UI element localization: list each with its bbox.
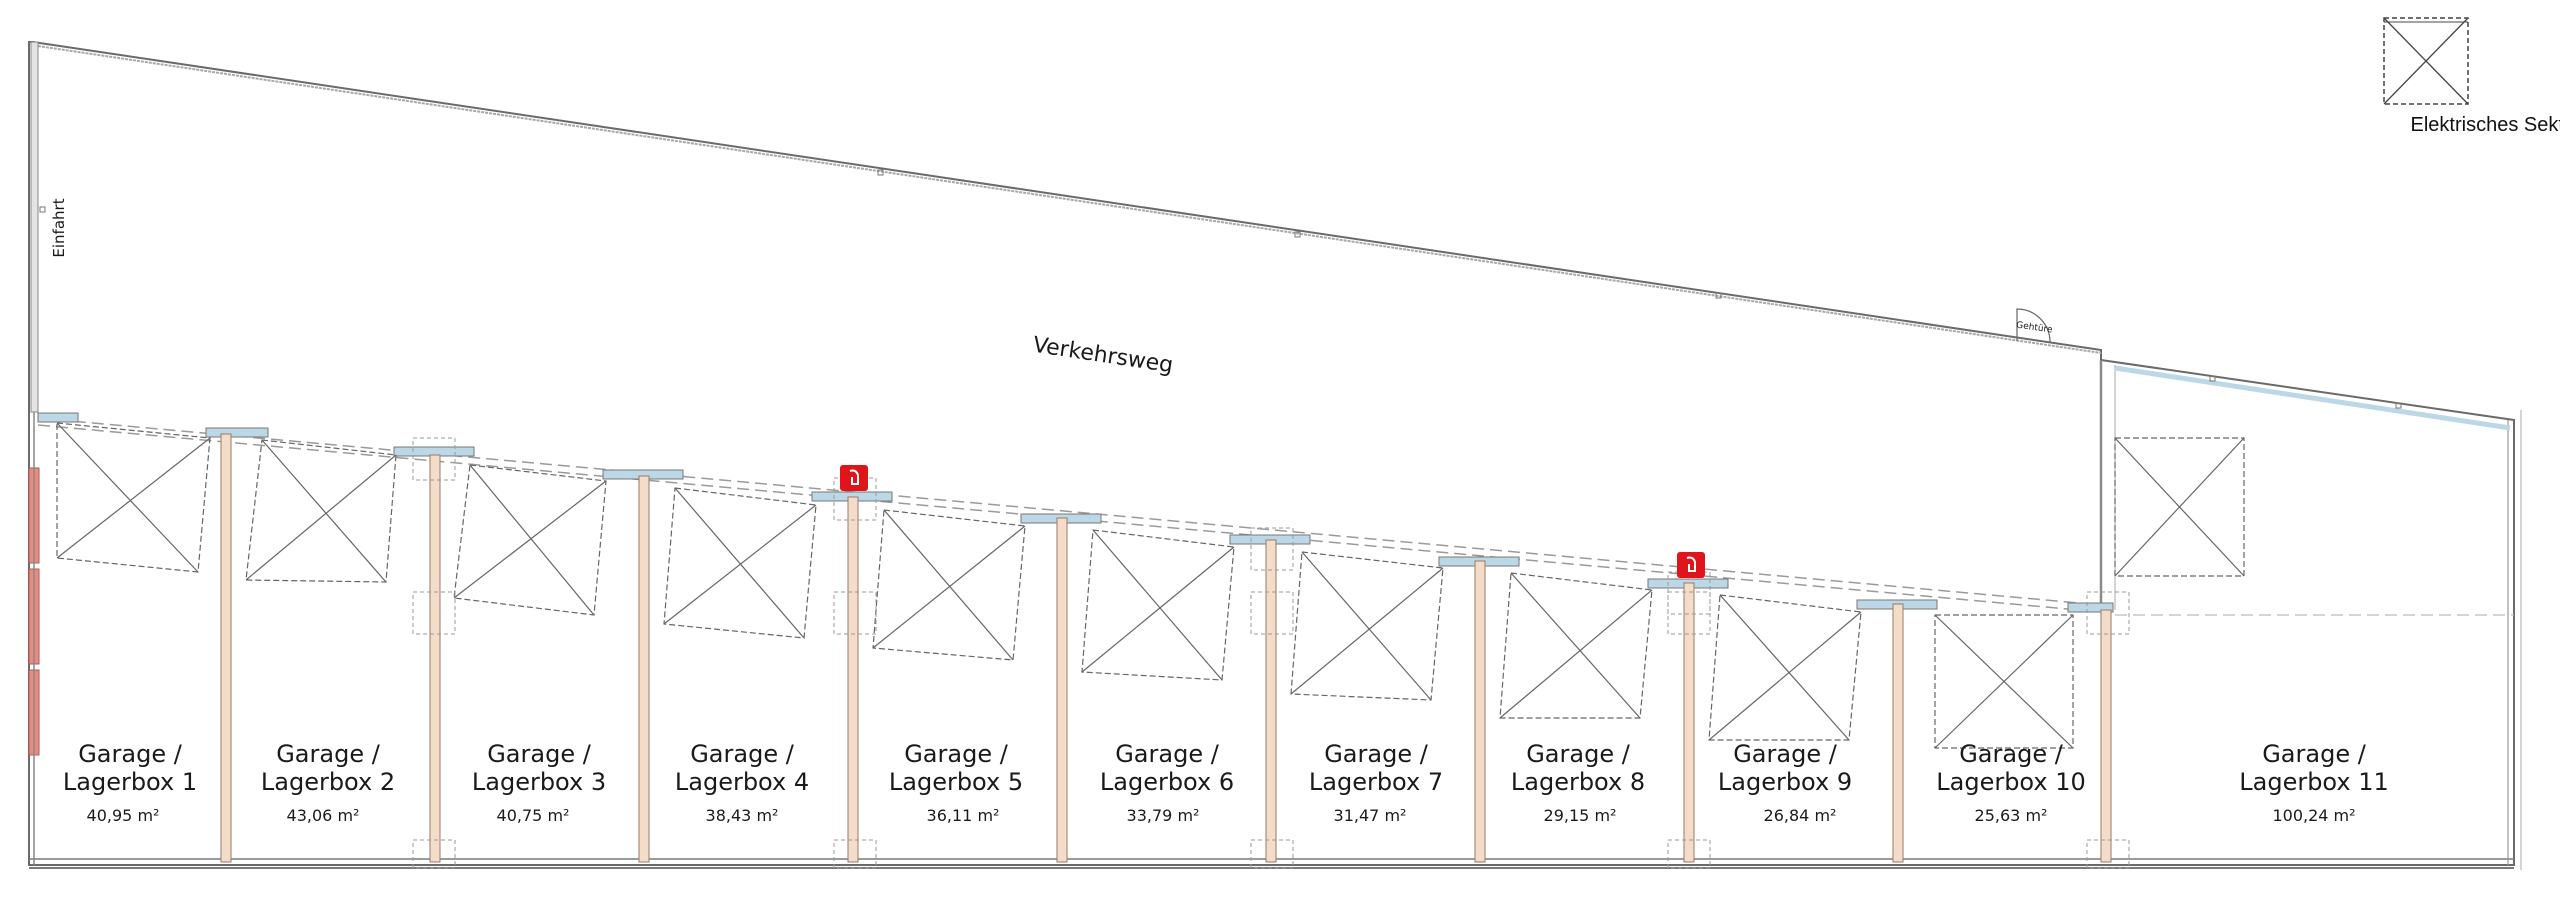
unit-label-line2: Lagerbox 8	[1511, 768, 1645, 796]
door-symbol-5	[872, 509, 1026, 661]
unit-area: 29,15 m²	[1544, 806, 1617, 825]
unit-label-line2: Lagerbox 9	[1718, 768, 1852, 796]
unit-11: Garage / Lagerbox 11 100,24 m²	[2239, 740, 2389, 825]
pedestrian-door-icon: Gehtüre	[2016, 308, 2054, 343]
door-symbol-8	[1499, 572, 1653, 719]
unit-2: Garage / Lagerbox 2 43,06 m²	[261, 740, 395, 825]
legend: Elektrisches Sektionaltor	[2383, 17, 2560, 136]
unit-area: 100,24 m²	[2272, 806, 2355, 825]
unit-label-line1: Garage /	[2262, 740, 2367, 768]
partition-walls	[220, 433, 2112, 863]
unit-label-line1: Garage /	[1324, 740, 1429, 768]
unit-7: Garage / Lagerbox 7 31,47 m²	[1309, 740, 1443, 825]
column-markers	[412, 437, 2130, 869]
unit-area: 43,06 m²	[287, 806, 360, 825]
door-symbol-10	[1934, 614, 2074, 749]
unit-9: Garage / Lagerbox 9 26,84 m²	[1718, 740, 1852, 825]
unit-label-line2: Lagerbox 5	[889, 768, 1023, 796]
unit-3: Garage / Lagerbox 3 40,75 m²	[472, 740, 606, 825]
sectional-door-symbol-icon	[2383, 17, 2469, 105]
unit-area: 31,47 m²	[1334, 806, 1407, 825]
unit-labels: Garage / Lagerbox 1 40,95 m² Garage / La…	[63, 740, 2389, 825]
unit-label-line1: Garage /	[78, 740, 183, 768]
unit-label-line2: Lagerbox 4	[675, 768, 809, 796]
fire-extinguisher-icon	[840, 465, 868, 491]
unit-6: Garage / Lagerbox 6 33,79 m²	[1100, 740, 1234, 825]
unit-area: 33,79 m²	[1127, 806, 1200, 825]
driveway-label: Verkehrsweg	[1031, 333, 1175, 379]
door-symbol-11	[2114, 437, 2245, 577]
unit-area: 26,84 m²	[1764, 806, 1837, 825]
unit-4: Garage / Lagerbox 4 38,43 m²	[675, 740, 809, 825]
fire-extinguisher-icon	[1677, 552, 1705, 578]
door-symbol-9	[1708, 594, 1862, 741]
door-symbol-1	[56, 422, 211, 573]
door-symbol-6	[1081, 529, 1235, 681]
entrance-label: Einfahrt	[50, 198, 68, 257]
unit-label-line1: Garage /	[1115, 740, 1220, 768]
unit-label-line2: Lagerbox 1	[63, 768, 197, 796]
unit-label-line2: Lagerbox 7	[1309, 768, 1443, 796]
unit-1: Garage / Lagerbox 1 40,95 m²	[63, 740, 197, 825]
legend-label: Elektrisches Sektionaltor	[2411, 114, 2560, 136]
unit-label-line2: Lagerbox 2	[261, 768, 395, 796]
door-symbol-4	[663, 487, 817, 639]
unit-label-line1: Garage /	[276, 740, 381, 768]
unit-label-line1: Garage /	[690, 740, 795, 768]
unit-label-line2: Lagerbox 10	[1936, 768, 2086, 796]
sectional-doors	[56, 422, 2245, 749]
entrance-wall-segments	[28, 412, 40, 865]
unit-area: 40,95 m²	[87, 806, 160, 825]
unit-label-line1: Garage /	[1959, 740, 2064, 768]
unit-8: Garage / Lagerbox 8 29,15 m²	[1511, 740, 1645, 825]
door-label: Gehtüre	[2016, 321, 2054, 336]
unit-label-line1: Garage /	[1733, 740, 1838, 768]
unit-area: 36,11 m²	[927, 806, 1000, 825]
building-outline	[28, 41, 2522, 870]
unit-label-line2: Lagerbox 3	[472, 768, 606, 796]
door-symbol-3	[453, 464, 607, 616]
unit-10: Garage / Lagerbox 10 25,63 m²	[1936, 740, 2086, 825]
door-symbol-7	[1290, 551, 1444, 701]
unit-area: 40,75 m²	[497, 806, 570, 825]
unit-area: 25,63 m²	[1975, 806, 2048, 825]
unit-label-line1: Garage /	[1526, 740, 1631, 768]
unit-label-line2: Lagerbox 6	[1100, 768, 1234, 796]
door-headers	[37, 412, 2114, 613]
unit-label-line1: Garage /	[904, 740, 1009, 768]
unit-label-line1: Garage /	[487, 740, 592, 768]
door-symbol-2	[245, 439, 397, 583]
unit-label-line2: Lagerbox 11	[2239, 768, 2389, 796]
unit-5: Garage / Lagerbox 5 36,11 m²	[889, 740, 1023, 825]
unit-area: 38,43 m²	[706, 806, 779, 825]
